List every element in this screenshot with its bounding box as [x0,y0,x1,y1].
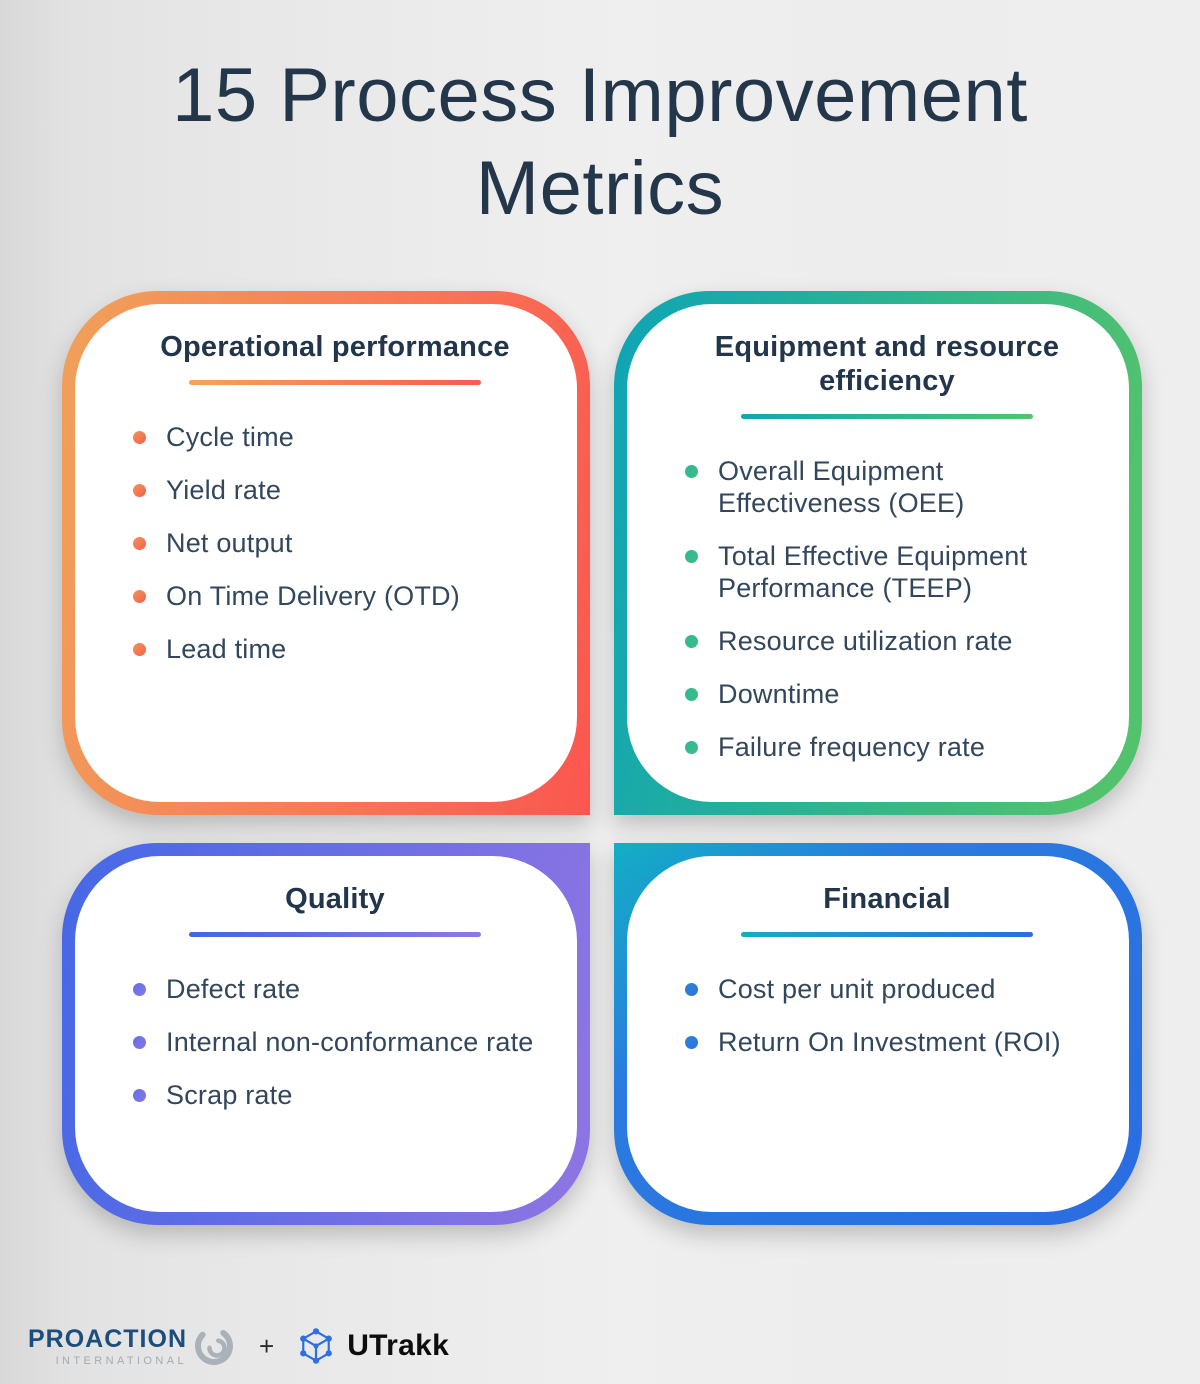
metric-label: Overall Equipment Effectiveness (OEE) [718,456,965,518]
card-body: Equipment and resource efficiency Overal… [627,304,1129,802]
bullet-icon [685,465,698,478]
bullet-icon [133,537,146,550]
metric-label: Return On Investment (ROI) [718,1027,1061,1057]
bullet-icon [685,741,698,754]
list-item: Scrap rate [133,1079,537,1111]
bullet-icon [133,643,146,656]
metric-label: Yield rate [166,475,282,505]
bullet-icon [685,550,698,563]
metric-list: Cycle time Yield rate Net output On Time… [133,421,537,665]
plus-sign: + [259,1330,275,1361]
metric-label: Defect rate [166,974,301,1004]
bullet-icon [685,688,698,701]
utrakk-name: UTrakk [347,1329,450,1362]
card-equipment-resource-efficiency: Equipment and resource efficiency Overal… [614,291,1142,815]
list-item: Return On Investment (ROI) [685,1026,1089,1058]
list-item: Cycle time [133,421,537,453]
bullet-icon [685,635,698,648]
card-title: Quality [285,883,385,915]
bullet-icon [133,431,146,444]
list-item: Yield rate [133,474,537,506]
list-item: On Time Delivery (OTD) [133,580,537,612]
list-item: Lead time [133,633,537,665]
metric-label: Resource utilization rate [718,626,1013,656]
bullet-icon [685,1036,698,1049]
metric-label: Internal non-conformance rate [166,1027,534,1057]
card-title: Operational performance [160,331,510,363]
card-title: Financial [823,883,951,915]
proaction-swirl-icon [195,1327,233,1365]
metric-label: Net output [166,528,293,558]
bullet-icon [133,590,146,603]
proaction-wordmark: PROACTION INTERNATIONAL [28,1326,187,1367]
card-financial: Financial Cost per unit produced Return … [614,843,1142,1225]
bullet-icon [133,484,146,497]
list-item: Cost per unit produced [685,973,1089,1005]
proaction-logo: PROACTION INTERNATIONAL [28,1325,235,1367]
proaction-name: PROACTION [28,1324,187,1353]
metric-list: Cost per unit produced Return On Investm… [685,973,1089,1058]
title-underline [741,414,1033,419]
list-item: Net output [133,527,537,559]
bullet-icon [685,983,698,996]
card-body: Financial Cost per unit produced Return … [627,856,1129,1212]
metric-label: Scrap rate [166,1080,293,1110]
card-operational-performance: Operational performance Cycle time Yield… [62,291,590,815]
page-title: 15 Process Improvement Metrics [172,53,1028,231]
title-underline [189,380,481,385]
list-item: Total Effective Equipment Performance (T… [685,540,1089,604]
metric-label: Total Effective Equipment Performance (T… [718,541,1028,603]
title-underline [741,932,1033,937]
list-item: Resource utilization rate [685,625,1089,657]
list-item: Failure frequency rate [685,731,1089,763]
metric-label: On Time Delivery (OTD) [166,581,460,611]
card-body: Operational performance Cycle time Yield… [75,304,577,802]
card-body: Quality Defect rate Internal non-conform… [75,856,577,1212]
metric-label: Failure frequency rate [718,732,986,762]
card-quality: Quality Defect rate Internal non-conform… [62,843,590,1225]
list-item: Overall Equipment Effectiveness (OEE) [685,455,1089,519]
list-item: Downtime [685,678,1089,710]
metric-label: Lead time [166,634,287,664]
metric-label: Downtime [718,679,840,709]
metric-label: Cost per unit produced [718,974,996,1004]
proaction-international: INTERNATIONAL [55,1354,187,1367]
metrics-grid: Operational performance Cycle time Yield… [62,291,1142,1225]
bullet-icon [133,1036,146,1049]
utrakk-cube-icon [300,1328,333,1364]
metric-label: Cycle time [166,422,295,452]
title-underline [189,932,481,937]
utrakk-logo: UTrakk [294,1323,449,1369]
bullet-icon [133,1089,146,1102]
footer-logos: PROACTION INTERNATIONAL + [28,1320,449,1372]
bullet-icon [133,983,146,996]
metric-list: Defect rate Internal non-conformance rat… [133,973,537,1111]
card-title: Equipment and resource efficiency [714,331,1060,397]
list-item: Internal non-conformance rate [133,1026,537,1058]
metric-list: Overall Equipment Effectiveness (OEE) To… [685,455,1089,763]
list-item: Defect rate [133,973,537,1005]
